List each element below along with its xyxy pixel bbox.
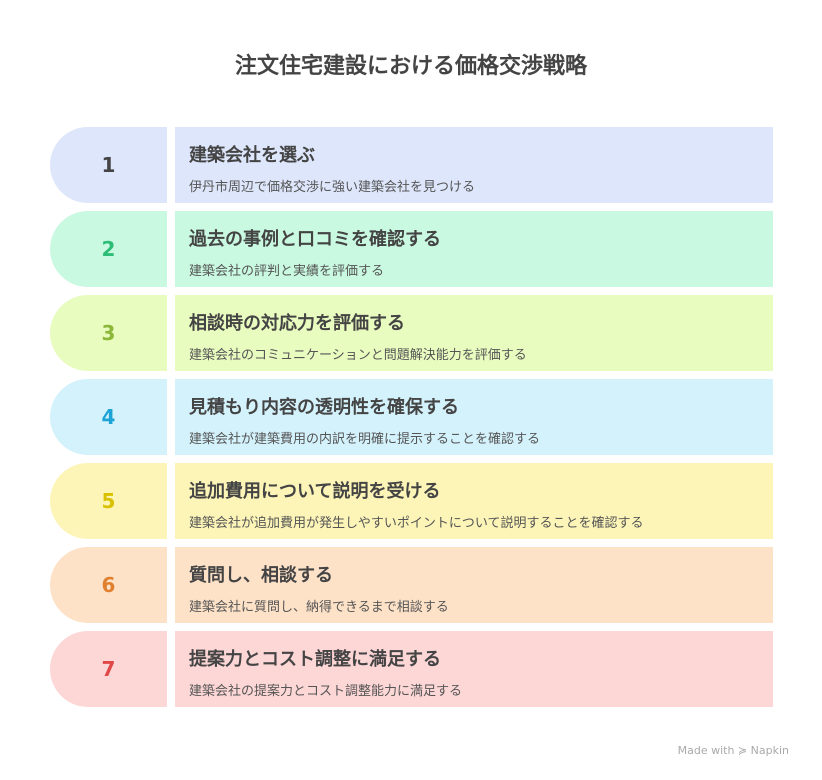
step-number-badge: 7 (50, 631, 167, 707)
step-card: 見積もり内容の透明性を確保する 建築会社が建築費用の内訳を明確に提示することを確… (175, 379, 773, 455)
step-title: 見積もり内容の透明性を確保する (189, 397, 459, 418)
step-number-badge: 3 (50, 295, 167, 371)
step-title: 過去の事例と口コミを確認する (189, 229, 441, 250)
step-card: 相談時の対応力を評価する 建築会社のコミュニケーションと問題解決能力を評価する (175, 295, 773, 371)
step-card: 提案力とコスト調整に満足する 建築会社の提案力とコスト調整能力に満足する (175, 631, 773, 707)
step-number-badge: 2 (50, 211, 167, 287)
step-description: 建築会社が建築費用の内訳を明確に提示することを確認する (189, 432, 541, 447)
step-title: 追加費用について説明を受ける (189, 481, 441, 502)
step-description: 建築会社のコミュニケーションと問題解決能力を評価する (189, 348, 527, 363)
step-number-badge: 6 (50, 547, 167, 623)
step-row: 4 見積もり内容の透明性を確保する 建築会社が建築費用の内訳を明確に提示すること… (50, 379, 773, 455)
step-description: 建築会社に質問し、納得できるまで相談する (189, 600, 449, 615)
napkin-watermark: Made with ≽ Napkin (677, 744, 789, 757)
step-row: 6 質問し、相談する 建築会社に質問し、納得できるまで相談する (50, 547, 773, 623)
step-row: 7 提案力とコスト調整に満足する 建築会社の提案力とコスト調整能力に満足する (50, 631, 773, 707)
step-title: 提案力とコスト調整に満足する (189, 649, 441, 670)
step-card: 質問し、相談する 建築会社に質問し、納得できるまで相談する (175, 547, 773, 623)
step-title: 相談時の対応力を評価する (189, 313, 405, 334)
step-row: 2 過去の事例と口コミを確認する 建築会社の評判と実績を評価する (50, 211, 773, 287)
step-title: 建築会社を選ぶ (189, 145, 315, 166)
step-number-badge: 1 (50, 127, 167, 203)
step-card: 建築会社を選ぶ 伊丹市周辺で価格交渉に強い建築会社を見つける (175, 127, 773, 203)
step-number-badge: 4 (50, 379, 167, 455)
step-card: 過去の事例と口コミを確認する 建築会社の評判と実績を評価する (175, 211, 773, 287)
step-description: 建築会社が追加費用が発生しやすいポイントについて説明することを確認する (189, 516, 644, 531)
step-description: 建築会社の評判と実績を評価する (189, 264, 385, 279)
step-title: 質問し、相談する (189, 565, 333, 586)
step-number-badge: 5 (50, 463, 167, 539)
step-card: 追加費用について説明を受ける 建築会社が追加費用が発生しやすいポイントについて説… (175, 463, 773, 539)
page-title: 注文住宅建設における価格交渉戦略 (234, 54, 587, 79)
step-row: 1 建築会社を選ぶ 伊丹市周辺で価格交渉に強い建築会社を見つける (50, 127, 773, 203)
step-description: 建築会社の提案力とコスト調整能力に満足する (189, 684, 463, 699)
step-description: 伊丹市周辺で価格交渉に強い建築会社を見つける (189, 180, 476, 195)
step-row: 3 相談時の対応力を評価する 建築会社のコミュニケーションと問題解決能力を評価す… (50, 295, 773, 371)
step-row: 5 追加費用について説明を受ける 建築会社が追加費用が発生しやすいポイントについ… (50, 463, 773, 539)
